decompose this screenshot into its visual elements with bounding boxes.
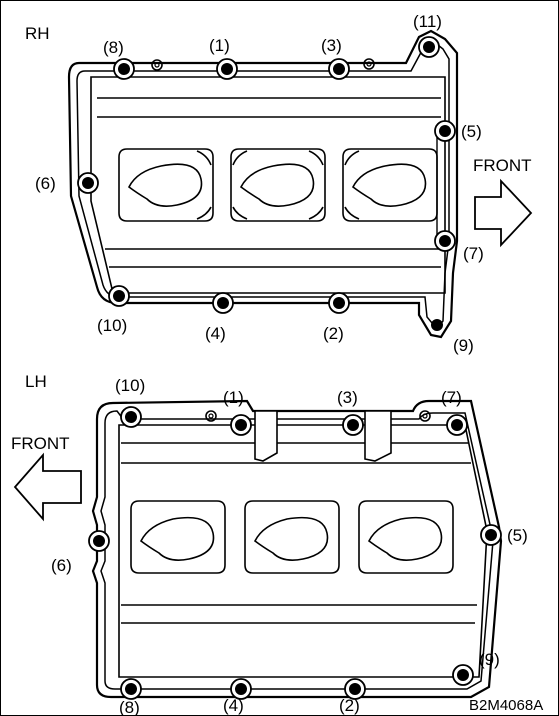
rh-bolt-11-label: (11)	[413, 12, 442, 31]
rh-cover-outline	[67, 29, 459, 339]
rh-bolt-7-marker	[434, 230, 456, 252]
lh-front-label: FRONT	[11, 434, 70, 453]
lh-bolt-6-marker	[88, 530, 110, 552]
lh-bolt-10-label: (10)	[115, 376, 145, 395]
rh-bolt-5-marker	[434, 120, 456, 142]
rh-front-label: FRONT	[473, 156, 532, 175]
rh-bolt-6-label: (6)	[35, 174, 56, 193]
rh-cover	[67, 29, 459, 339]
lh-bolt-8-label: (8)	[119, 698, 140, 715]
rh-bolt-8-marker	[113, 58, 135, 80]
rh-bolt-7-label: (7)	[463, 244, 484, 263]
lh-front-arrow-icon	[13, 452, 82, 522]
rh-stud-1	[151, 59, 163, 71]
rh-bolt-4-marker	[212, 292, 234, 314]
rh-bolt-4-label: (4)	[205, 324, 226, 343]
lh-bolt-4-marker	[230, 678, 252, 700]
rh-cover-inner-outline	[76, 40, 450, 331]
rh-plug-tube-1	[118, 148, 214, 222]
lh-bolt-1-label: (1)	[223, 388, 244, 407]
rh-bolt-9-label: (9)	[453, 336, 474, 355]
lh-plug-tube-3	[358, 500, 454, 574]
lh-bolt-6-label: (6)	[51, 556, 72, 575]
rh-bolt-2-label: (2)	[323, 324, 344, 343]
lh-bolt-5-marker	[480, 524, 502, 546]
figure-code: B2M4068A	[469, 697, 543, 714]
lh-plug-tube-2	[244, 500, 340, 574]
rh-bolt-1-label: (1)	[209, 36, 230, 55]
rh-bolt-8-label: (8)	[103, 38, 124, 57]
rh-bolt-9-marker	[431, 319, 443, 331]
rh-plug-tube-3	[342, 148, 438, 222]
rh-bolt-5-label: (5)	[461, 122, 482, 141]
rh-bolt-2-marker	[328, 292, 350, 314]
lh-cover-body	[118, 424, 488, 678]
lh-bolt-8-marker	[120, 678, 142, 700]
lh-bolt-7-label: (7)	[441, 388, 462, 407]
rh-bolt-1-marker	[216, 58, 238, 80]
rh-bolt-11-marker	[418, 36, 440, 58]
lh-side-label: LH	[25, 372, 47, 391]
rh-cover-body	[90, 76, 446, 294]
lh-stud-1	[205, 410, 217, 422]
lh-bolt-9-marker	[452, 664, 474, 686]
lh-bolt-2-marker	[344, 678, 366, 700]
lh-bolt-4-label: (4)	[223, 696, 244, 715]
lh-bolt-3-marker	[342, 414, 364, 436]
rh-bolt-10-label: (10)	[97, 316, 127, 335]
lh-bolt-1-marker	[230, 414, 252, 436]
rh-plug-tube-2	[230, 148, 326, 222]
lh-cover-inner-outline	[100, 410, 494, 690]
lh-bolt-7-marker	[446, 414, 468, 436]
lh-bolt-10-marker	[120, 406, 142, 428]
rh-front-arrow-icon	[474, 178, 533, 248]
rh-side-label: RH	[25, 24, 50, 43]
lh-bolt-2-label: (2)	[339, 696, 360, 715]
rh-bolt-3-marker	[328, 58, 350, 80]
rh-stud-2	[363, 58, 375, 70]
lh-bolts	[88, 406, 502, 700]
rh-bolts	[77, 36, 456, 331]
lh-bracket-1	[254, 410, 278, 462]
lh-cover-outline	[91, 399, 503, 699]
rh-bolt-10-marker	[108, 285, 130, 307]
lh-stud-2	[419, 410, 431, 422]
rh-bolt-6-marker	[77, 172, 99, 194]
lh-cover	[91, 399, 503, 699]
lh-bolt-3-label: (3)	[337, 388, 358, 407]
rh-bolt-3-label: (3)	[321, 36, 342, 55]
lh-plug-tube-1	[130, 500, 226, 574]
lh-bracket-2	[364, 410, 392, 462]
lh-bolt-5-label: (5)	[507, 526, 528, 545]
lh-bolt-9-label: (9)	[479, 650, 500, 669]
